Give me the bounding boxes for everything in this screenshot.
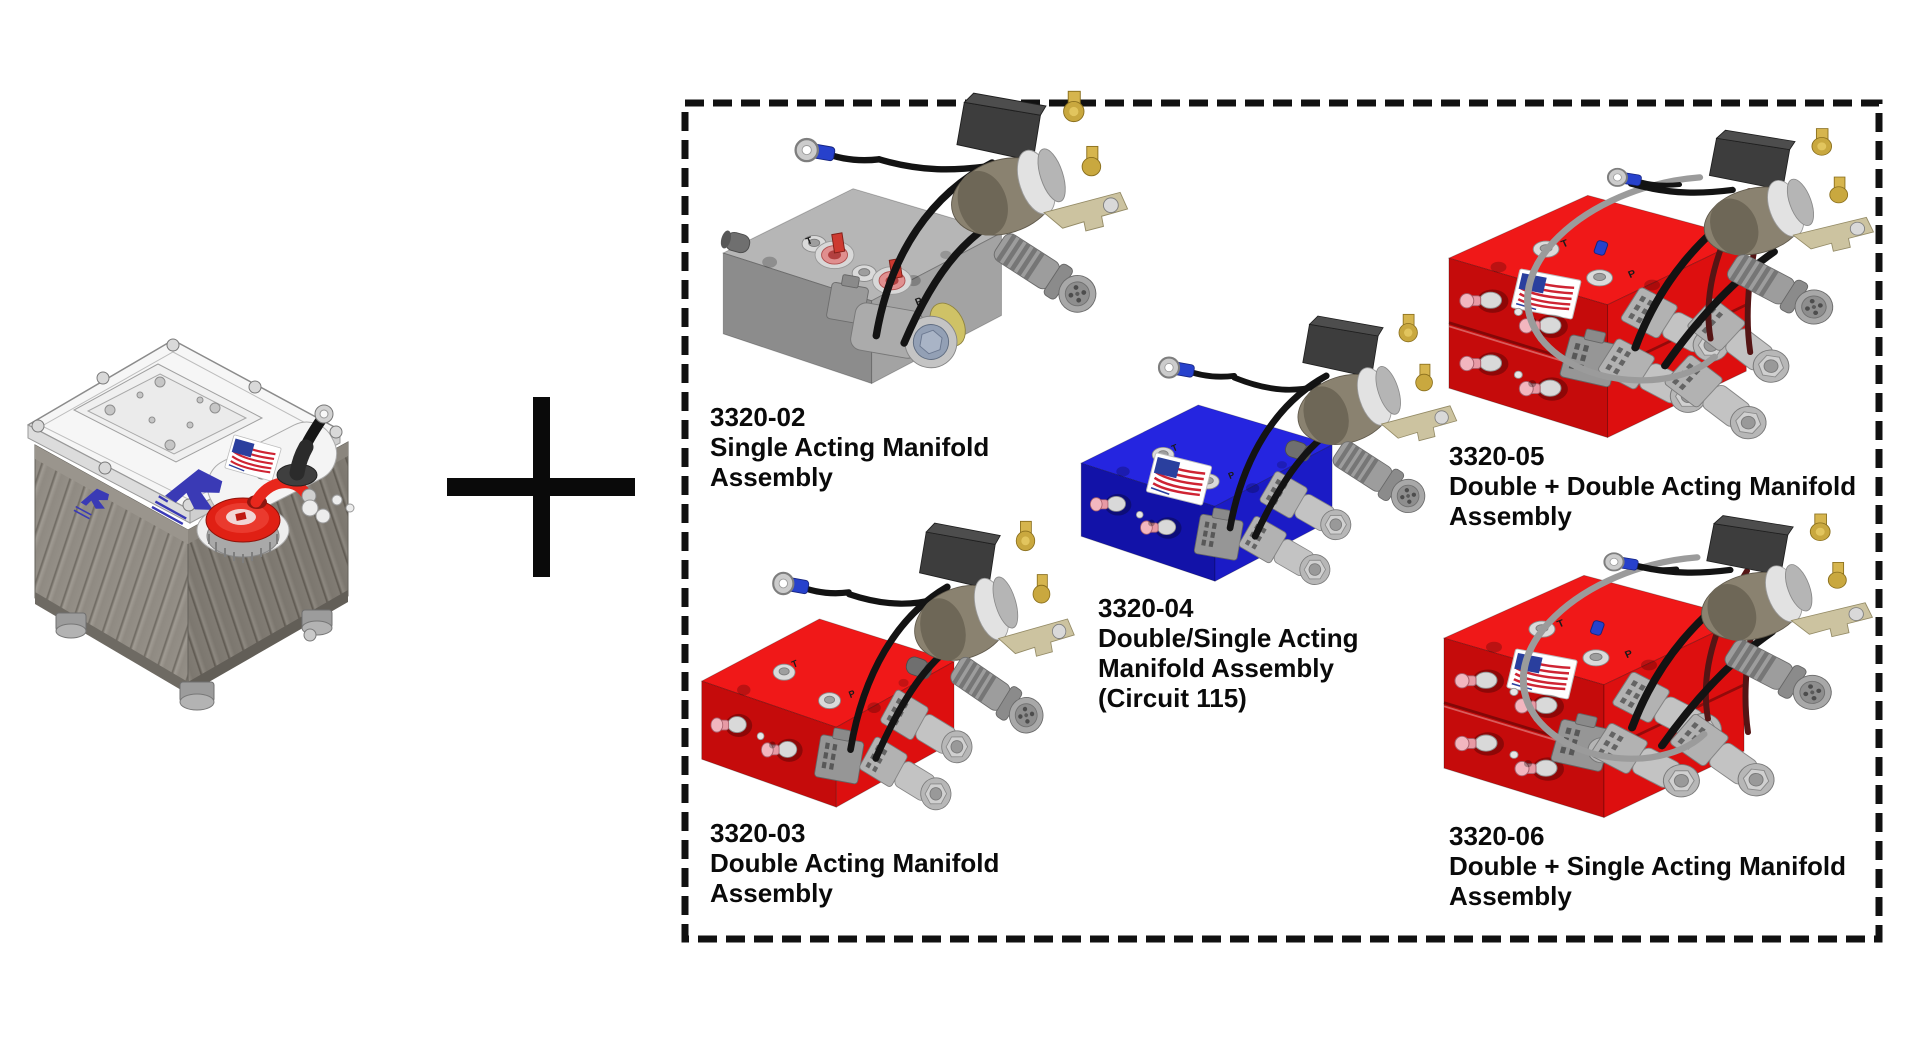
solenoid-contactor bbox=[1691, 513, 1873, 652]
assembly-3320-04: T P 3320-04 Double/Single Acting Manifol… bbox=[1077, 313, 1458, 713]
plus-vertical-bar bbox=[533, 397, 550, 577]
cable-connector bbox=[989, 227, 1104, 320]
assembly-label: 3320-03 Double Acting Manifold Assembly bbox=[710, 818, 999, 908]
port-label-t: T bbox=[790, 658, 799, 671]
options-box-border bbox=[681, 99, 1883, 943]
mount-plate-bolts bbox=[104, 376, 221, 451]
manifold-assembly-illustration: T P bbox=[695, 520, 1075, 819]
assembly-label: 3320-04 Double/Single Acting Manifold As… bbox=[1098, 593, 1358, 713]
power-cable bbox=[276, 404, 334, 487]
aux-ports bbox=[301, 494, 355, 524]
plug bbox=[1509, 687, 1519, 696]
filler-cap bbox=[196, 497, 290, 563]
plug bbox=[1513, 307, 1523, 316]
port-label-p: P bbox=[1227, 470, 1236, 482]
hydraulic-power-unit-illustration bbox=[27, 338, 355, 711]
ground-wire bbox=[845, 591, 942, 607]
part-description: Double + Double Acting Manifold Assembly bbox=[1449, 471, 1857, 531]
assembly-3320-06: T P bbox=[1442, 513, 1882, 911]
blue-crimp bbox=[1593, 240, 1609, 256]
plug bbox=[1528, 380, 1537, 388]
port-label-t: T bbox=[1556, 618, 1567, 630]
manifold-assembly-illustration: T P bbox=[1442, 513, 1873, 822]
part-number: 3320-04 bbox=[1098, 593, 1194, 623]
part-description: Single Acting Manifold Assembly bbox=[710, 432, 990, 492]
cable-connector bbox=[1328, 436, 1432, 520]
solenoid-contactor bbox=[1693, 128, 1874, 267]
assembly-3320-05: T P bbox=[1447, 128, 1883, 531]
manifold-assembly-illustration: T P bbox=[1077, 313, 1458, 593]
gray-cable bbox=[1520, 554, 1701, 722]
brand-logo bbox=[151, 469, 223, 525]
gray-cable bbox=[1537, 335, 1719, 384]
cable bbox=[1661, 248, 1778, 370]
blue-crimp bbox=[1590, 620, 1605, 636]
port-label-p: P bbox=[914, 296, 925, 309]
ring-terminal bbox=[1608, 169, 1679, 186]
part-number: 3320-05 bbox=[1449, 441, 1545, 471]
manifold-assembly-illustration: T P bbox=[718, 90, 1129, 400]
plug bbox=[769, 741, 776, 749]
assembly-3320-02: T P 3320-02 Single Acting Manifold Asse bbox=[710, 90, 1129, 492]
port-label-t: T bbox=[1560, 238, 1571, 250]
plus-icon bbox=[447, 397, 635, 577]
cable-connector bbox=[946, 651, 1050, 741]
part-number: 3320-03 bbox=[710, 818, 806, 848]
ground-wire bbox=[875, 156, 989, 173]
side-brand-logo bbox=[73, 488, 110, 520]
cable bbox=[1658, 628, 1776, 750]
ring-terminal bbox=[796, 139, 879, 161]
part-description: Double Acting Manifold Assembly bbox=[710, 848, 1000, 908]
port-label-t: T bbox=[1170, 442, 1179, 453]
plug bbox=[1513, 370, 1523, 379]
plug bbox=[1148, 519, 1155, 527]
part-number: 3320-02 bbox=[710, 402, 806, 432]
port-label-p: P bbox=[1627, 269, 1638, 281]
part-number: 3320-06 bbox=[1449, 821, 1545, 851]
manifold-assembly-illustration: T P bbox=[1447, 128, 1874, 448]
port-label-p: P bbox=[847, 688, 857, 701]
ground-wire bbox=[1231, 374, 1323, 393]
ring-terminal bbox=[773, 573, 849, 594]
port-label-t: T bbox=[805, 235, 816, 248]
gray-cable bbox=[1533, 715, 1708, 762]
ring-terminal bbox=[1159, 358, 1234, 378]
plug bbox=[1135, 510, 1144, 519]
assembly-label: 3320-05 Double + Double Acting Manifold … bbox=[1449, 441, 1856, 531]
assembly-label: 3320-02 Single Acting Manifold Assembly bbox=[710, 402, 989, 492]
plug bbox=[1524, 760, 1532, 768]
port-label-p: P bbox=[1623, 649, 1634, 661]
ground-wire bbox=[1627, 180, 1736, 196]
assembly-label: 3320-06 Double + Single Acting Manifold … bbox=[1449, 821, 1846, 911]
side-fitting bbox=[718, 228, 753, 255]
assembly-3320-03: T P 3320-03 Double Acting Manifold Assem… bbox=[695, 520, 1075, 908]
part-description: Double + Single Acting Manifold Assembly bbox=[1449, 851, 1846, 911]
part-description: Double/Single Acting Manifold Assembly (… bbox=[1098, 623, 1359, 713]
plug bbox=[756, 732, 765, 741]
unit-feet bbox=[55, 609, 333, 711]
plug bbox=[1509, 750, 1519, 759]
